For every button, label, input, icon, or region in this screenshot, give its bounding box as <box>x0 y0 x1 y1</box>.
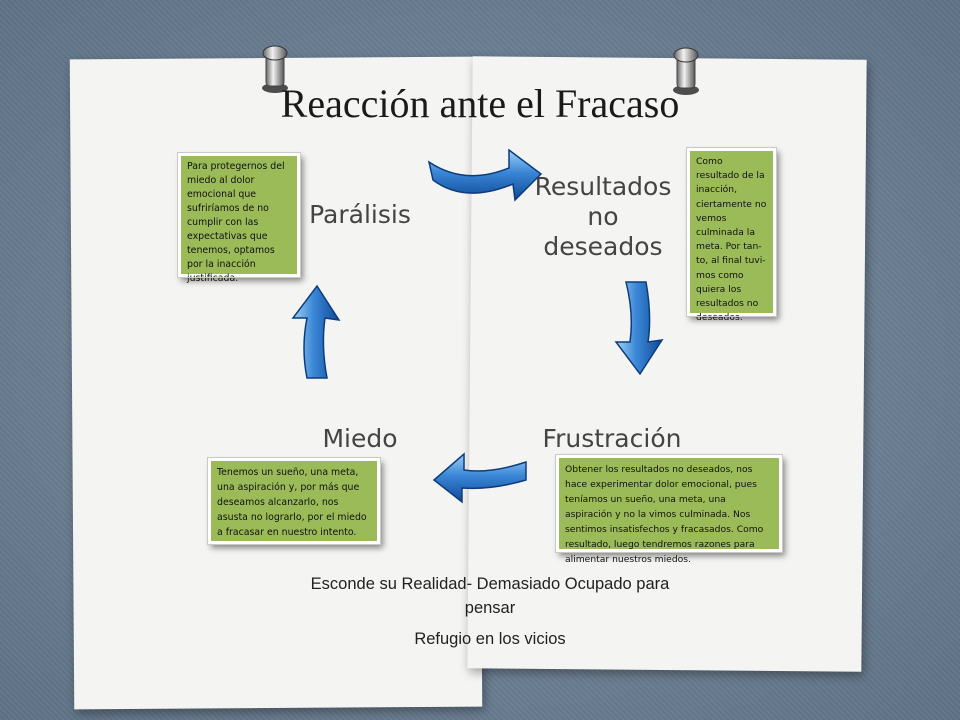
cycle-arrow-icon <box>291 284 341 379</box>
page-title: Reacción ante el Fracaso <box>280 81 680 126</box>
stage-resultados-line: no <box>587 202 619 231</box>
pushpin-icon <box>262 45 288 93</box>
note-paralisis: Para protegernos del miedo al dolor emoc… <box>177 152 301 284</box>
cycle-arrow-icon <box>432 452 527 504</box>
note-frustracion: Obtener los resultados no deseados, nos … <box>555 454 783 565</box>
stage-resultados-no-deseados: Resultados no deseados <box>528 172 678 262</box>
stage-resultados-line: Resultados <box>534 172 672 201</box>
stage-resultados-line: deseados <box>543 232 663 261</box>
bottom-caption-line1: Esconde su Realidad- Demasiado Ocupado p… <box>310 575 670 617</box>
note-resultados: Como resultado de la inacción, ciertamen… <box>686 147 777 323</box>
note-miedo: Tenemos un sueño, una meta, una aspiraci… <box>207 457 381 545</box>
stage-miedo: Miedo <box>322 424 398 453</box>
cycle-arrow-icon <box>427 148 543 202</box>
pushpin-icon <box>673 47 699 95</box>
stage-paralisis: Parálisis <box>309 200 411 229</box>
stage-frustracion: Frustración <box>542 424 682 453</box>
cycle-arrow-icon <box>614 281 664 376</box>
bottom-caption-line2: Refugio en los vicios <box>414 630 566 648</box>
